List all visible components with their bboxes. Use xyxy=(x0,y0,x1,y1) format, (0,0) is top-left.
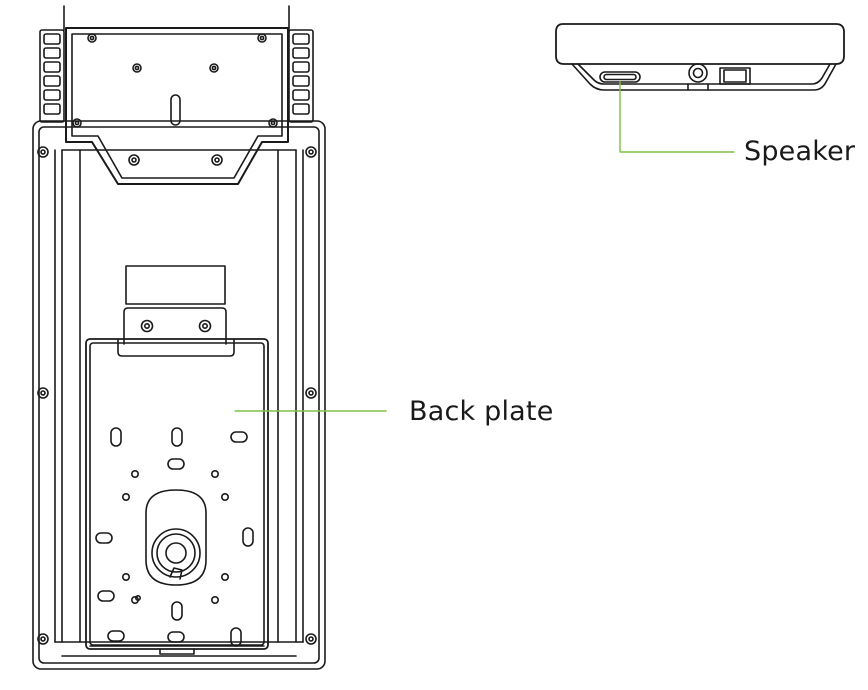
back-plate-tab xyxy=(117,307,235,357)
speaker-leader xyxy=(619,81,735,153)
device-bottom-view xyxy=(555,23,845,153)
heat-sink-right xyxy=(288,29,314,123)
device-body-outer xyxy=(32,120,326,670)
device-body-inner xyxy=(38,126,320,664)
back-plate xyxy=(85,338,269,655)
corner-screws xyxy=(37,146,317,645)
heat-sink-left xyxy=(39,29,65,123)
top-mount-bracket xyxy=(65,27,289,185)
speaker-label: Speaker xyxy=(744,136,856,167)
speaker-grille xyxy=(599,71,641,83)
back-plate-label: Back plate xyxy=(409,396,554,427)
label-window xyxy=(125,265,226,305)
side-ridges xyxy=(54,149,304,657)
device-rear-view xyxy=(32,5,387,670)
